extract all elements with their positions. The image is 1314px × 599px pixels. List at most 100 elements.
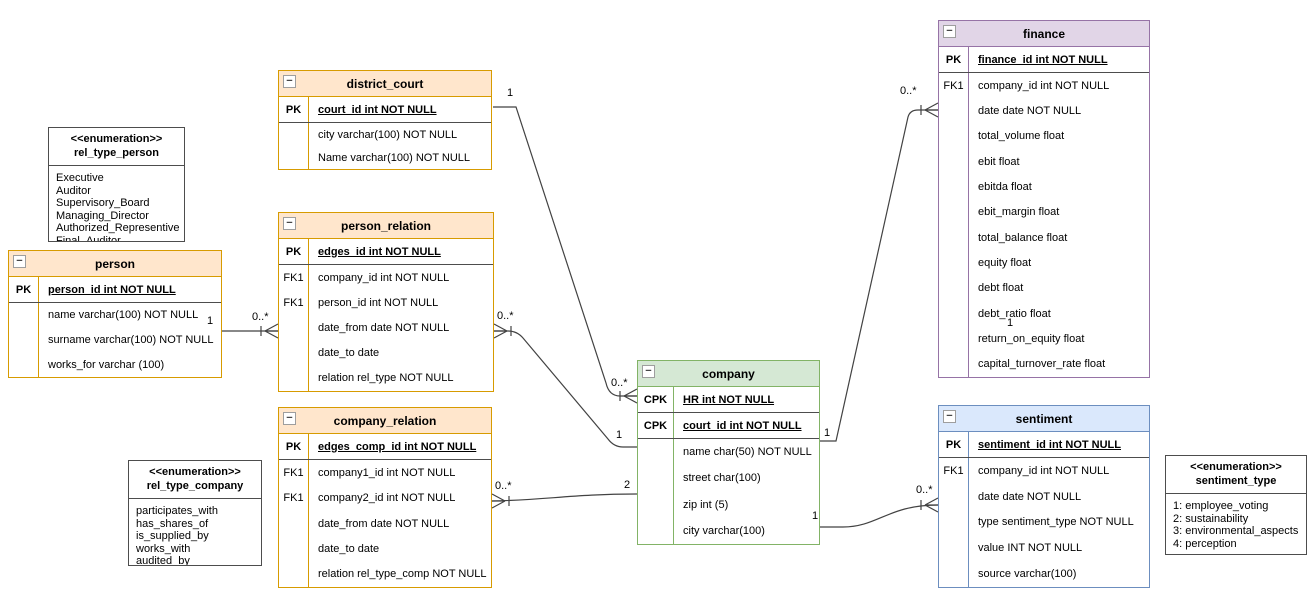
connector-person_relation-company[interactable] <box>494 330 637 448</box>
table-row[interactable]: works_for varchar (100) <box>9 352 221 378</box>
table-row[interactable]: surname varchar(100) NOT NULL <box>9 327 221 353</box>
table-row[interactable]: street char(100) <box>638 465 819 492</box>
row-attribute: return_on_equity float <box>978 332 1085 345</box>
table-row[interactable]: date date NOT NULL <box>939 98 1149 124</box>
row-key-label <box>939 351 969 377</box>
row-attribute: debt float <box>978 282 1024 295</box>
cardinality-label: 0..* <box>497 310 514 322</box>
collapse-icon[interactable]: − <box>283 412 296 425</box>
table-row[interactable]: ebit_margin float <box>939 199 1149 225</box>
connector-company-finance[interactable] <box>820 109 938 442</box>
table-row[interactable]: value INT NOT NULL <box>939 535 1149 562</box>
table-row[interactable]: city varchar(100) NOT NULL <box>279 123 491 146</box>
table-row[interactable]: total_volume float <box>939 123 1149 149</box>
table-header: −sentiment <box>939 406 1149 432</box>
crow-foot-marker <box>920 102 939 118</box>
table-body: PK finance_id int NOT NULL FK1 company_id i… <box>939 47 1149 377</box>
table-row[interactable]: zip int (5) <box>638 491 819 518</box>
table-row[interactable]: ebit float <box>939 148 1149 175</box>
table-row[interactable]: capital_turnover_rate float <box>939 351 1149 377</box>
row-attribute: capital_turnover_rate float <box>978 358 1106 371</box>
table-row[interactable]: relation rel_type_comp NOT NULL <box>279 561 491 588</box>
collapse-icon[interactable]: − <box>943 25 956 38</box>
row-key-label <box>638 491 674 518</box>
table-row[interactable]: date date NOT NULL <box>939 483 1149 510</box>
row-key-label <box>939 300 969 327</box>
row-attribute: value INT NOT NULL <box>978 542 1083 555</box>
table-row[interactable]: date_to date <box>279 536 491 562</box>
table-row[interactable]: date_to date <box>279 340 493 366</box>
table-row[interactable]: name char(50) NOT NULL <box>638 439 819 466</box>
row-key-label <box>279 536 309 562</box>
collapse-icon[interactable]: − <box>283 75 296 88</box>
row-key-label <box>638 439 674 466</box>
table-title: finance <box>1022 26 1065 41</box>
table-row[interactable]: debt_ratio float <box>939 300 1149 327</box>
row-key-label: PK <box>279 239 309 264</box>
collapse-icon[interactable]: − <box>13 255 26 268</box>
row-key-label: FK1 <box>939 73 969 99</box>
table-row[interactable]: PK finance_id int NOT NULL <box>939 47 1149 73</box>
table-row[interactable]: city varchar(100) <box>638 517 819 544</box>
connector-company_relation-company[interactable] <box>491 493 638 502</box>
row-key-label: FK1 <box>279 265 309 291</box>
table-row[interactable]: equity float <box>939 250 1149 276</box>
crow-foot-marker <box>619 388 638 404</box>
row-attribute: company_id int NOT NULL <box>978 79 1110 92</box>
connector-company-sentiment[interactable] <box>820 504 939 528</box>
collapse-icon[interactable]: − <box>283 217 296 230</box>
collapse-icon[interactable]: − <box>642 365 655 378</box>
table-row[interactable]: debt float <box>939 275 1149 301</box>
table-row[interactable]: source varchar(100) <box>939 561 1149 587</box>
table-row[interactable]: type sentiment_type NOT NULL <box>939 509 1149 536</box>
table-row[interactable]: return_on_equity float <box>939 326 1149 352</box>
table-row[interactable]: FK1 company_id int NOT NULL <box>939 73 1149 99</box>
table-row[interactable]: date_from date NOT NULL <box>279 315 493 341</box>
row-key-label <box>279 561 309 588</box>
table-row[interactable]: ebitda float <box>939 174 1149 200</box>
collapse-icon[interactable]: − <box>943 410 956 423</box>
row-key-label <box>939 483 969 510</box>
table-row[interactable]: Name varchar(100) NOT NULL <box>279 146 491 169</box>
row-attribute: name varchar(100) NOT NULL <box>48 309 199 322</box>
row-key-label <box>939 250 969 276</box>
table-row[interactable]: relation rel_type NOT NULL <box>279 365 493 392</box>
enum-item: 1: employee_voting <box>1173 500 1269 512</box>
table-row[interactable]: name varchar(100) NOT NULL <box>9 303 221 328</box>
enum-stereotype: <<enumeration>> <box>1190 461 1282 473</box>
row-attribute: surname varchar(100) NOT NULL <box>48 334 214 346</box>
row-attribute: HR int NOT NULL <box>683 393 775 406</box>
row-attribute: type sentiment_type NOT NULL <box>978 516 1134 529</box>
row-attribute: debt_ratio float <box>978 307 1051 320</box>
row-key-label <box>939 561 969 587</box>
connector-district_court-company[interactable] <box>493 106 637 397</box>
table-row[interactable]: date_from date NOT NULL <box>279 510 491 537</box>
table-row[interactable]: total_balance float <box>939 224 1149 251</box>
row-key-label: PK <box>939 47 969 72</box>
row-attribute: finance_id int NOT NULL <box>978 53 1108 66</box>
